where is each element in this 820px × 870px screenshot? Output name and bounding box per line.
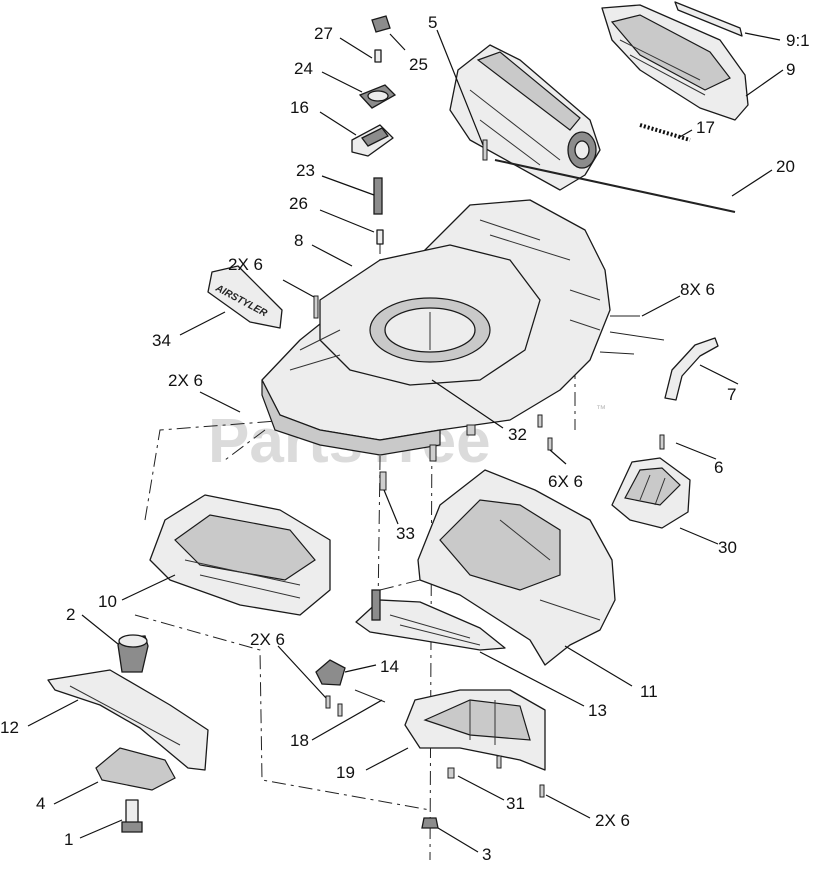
part-14-clip [315,659,346,686]
callout-2: 2 [66,605,75,624]
blade-assembly [47,634,209,833]
callout-17: 17 [696,118,715,137]
callout-18: 18 [290,731,309,750]
part-10-baffle [149,494,331,616]
part-34-decal: AIRSTYLER [207,265,283,329]
callout-2x6-mid: 2X 6 [250,630,285,649]
callout-23: 23 [296,161,315,180]
callout-2x6-bottom: 2X 6 [595,811,630,830]
fasteners [313,139,665,829]
part-13-plate [355,589,506,651]
callout-13: 13 [588,701,607,720]
callout-9: 9 [786,60,795,79]
callout-20: 20 [776,157,795,176]
callout-2x6-left: 2X 6 [168,371,203,390]
callout-8x6: 8X 6 [680,280,715,299]
callout-12: 12 [0,718,19,737]
callout-6: 6 [714,458,723,477]
part-30-bracket [611,457,691,529]
part-7-strip [664,337,719,401]
callout-labels: 27 25 5 9:1 9 24 16 17 23 20 26 8 2X 6 8… [0,13,810,864]
callout-27: 27 [314,24,333,43]
callout-24: 24 [294,59,313,78]
callout-33: 33 [396,524,415,543]
leader-lines [27,29,784,853]
callout-32: 32 [508,425,527,444]
part-5-rear-housing [449,44,601,191]
part-20-rod [494,159,736,213]
part-11-deflector [417,469,616,666]
callout-26: 26 [289,194,308,213]
part-19-bracket [404,689,546,771]
callout-8: 8 [294,231,303,250]
part-8-mower-deck [261,199,611,456]
callout-10: 10 [98,592,117,611]
callout-25: 25 [409,55,428,74]
callout-6x6: 6X 6 [548,472,583,491]
callout-16: 16 [290,98,309,117]
callout-3: 3 [482,845,491,864]
callout-5: 5 [428,13,437,32]
callout-9-1: 9:1 [786,31,810,50]
callout-1: 1 [64,830,73,849]
watermark-trademark: ™ [596,404,606,415]
part-17-spring [639,123,691,142]
callout-14: 14 [380,657,399,676]
callout-11: 11 [640,682,658,701]
callout-19: 19 [336,763,355,782]
callout-7: 7 [727,385,736,404]
height-adjuster-stack [351,15,397,245]
callout-30: 30 [718,538,737,557]
part-9-rear-cover [601,1,749,121]
callout-4: 4 [36,794,45,813]
callout-34: 34 [152,331,171,350]
callout-2x6-top: 2X 6 [228,255,263,274]
callout-31: 31 [506,794,525,813]
